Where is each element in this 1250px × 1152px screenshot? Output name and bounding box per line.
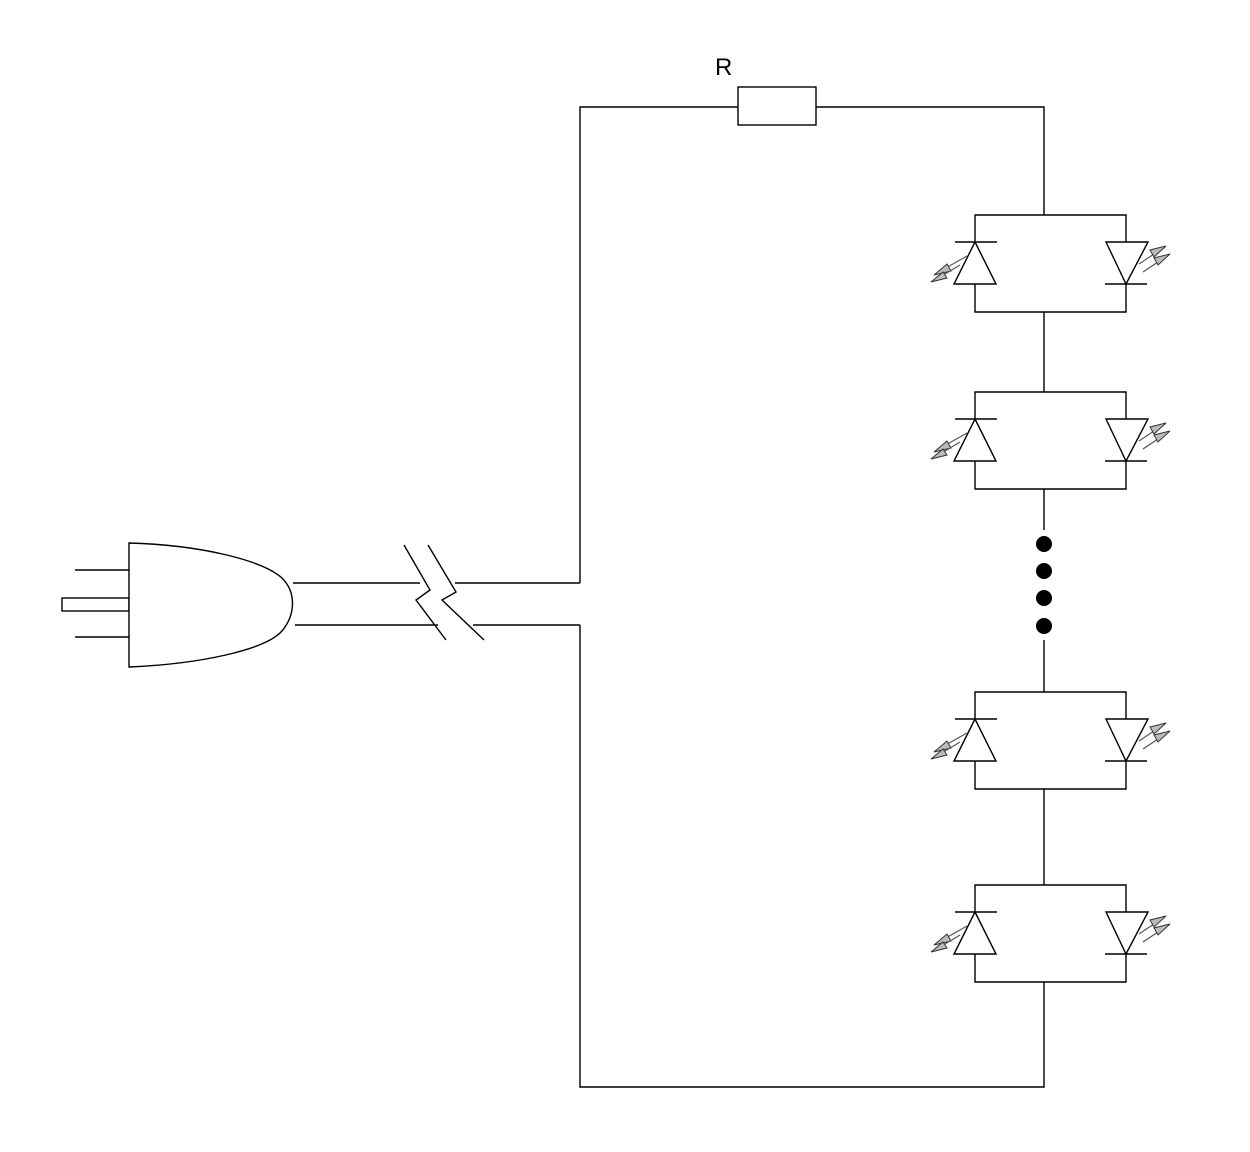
break-mark-icon (403, 544, 485, 641)
top-left-wire (579, 106, 738, 583)
resistor-icon (737, 86, 817, 126)
continuation-dot (1036, 563, 1052, 579)
continuation-dot (1036, 590, 1052, 606)
top-right-wire (816, 106, 1045, 215)
led-pair-4 (930, 884, 1171, 983)
led-pair-1 (930, 214, 1171, 313)
led-pair-3 (930, 691, 1171, 790)
plug-icon (61, 542, 294, 668)
continuation-dot (1036, 536, 1052, 552)
bottom-return-wire (579, 625, 1045, 1088)
led-pair-2 (930, 391, 1171, 490)
continuation-dot (1036, 618, 1052, 634)
resistor-label: R (715, 54, 732, 81)
